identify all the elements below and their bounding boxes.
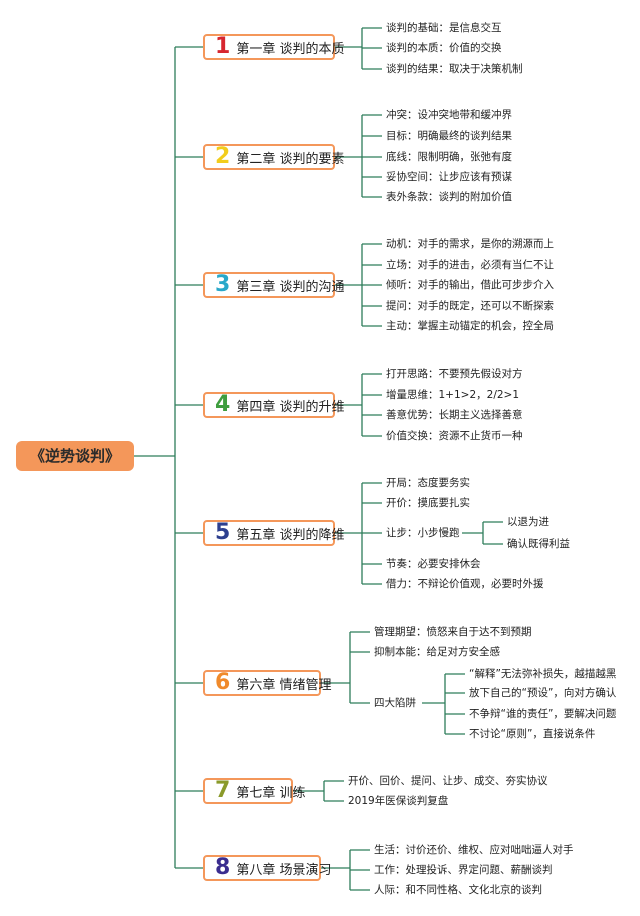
chapter-number: 7 bbox=[215, 778, 231, 803]
chapter-number: 5 bbox=[215, 520, 231, 545]
topic-item[interactable]: 主动：掌握主动锚定的机会，控全局 bbox=[386, 320, 554, 332]
topic-item[interactable]: 表外条款：谈判的附加价值 bbox=[386, 191, 512, 203]
chapter-number: 4 bbox=[215, 392, 231, 417]
topic-item[interactable]: 开价：摸底要扎实 bbox=[386, 497, 470, 509]
chapter-title: 第六章 情绪管理 bbox=[236, 677, 332, 693]
topic-item[interactable]: 动机：对手的需求，是你的溯源而上 bbox=[386, 238, 554, 250]
topic-item[interactable]: 开价、回价、提问、让步、成交、夯实协议 bbox=[348, 775, 548, 787]
sub-topic-item[interactable]: 不争辩“谁的责任”，要解决问题 bbox=[469, 708, 617, 720]
chapter-4-node[interactable]: 4 第四章 谈判的升维 bbox=[203, 392, 344, 418]
chapter-number: 2 bbox=[215, 144, 231, 169]
chapter-title: 第七章 训练 bbox=[236, 785, 306, 801]
chapter-title: 第二章 谈判的要素 bbox=[236, 151, 345, 167]
topic-item[interactable]: 2019年医保谈判复盘 bbox=[348, 795, 449, 807]
chapter-title: 第三章 谈判的沟通 bbox=[236, 279, 345, 295]
topic-item[interactable]: 工作：处理投诉、界定问题、薪酬谈判 bbox=[374, 864, 553, 876]
topic-item[interactable]: 妥协空间：让步应该有预谋 bbox=[386, 171, 512, 183]
topic-item[interactable]: 谈判的结果：取决于决策机制 bbox=[386, 63, 523, 75]
root-node[interactable]: 《逆势谈判》 bbox=[16, 441, 134, 471]
sub-topic-item[interactable]: 不讨论“原则”，直接说条件 bbox=[469, 728, 596, 740]
topic-item[interactable]: 倾听：对手的输出，借此可步步介入 bbox=[386, 279, 554, 291]
sub-topic-item[interactable]: 确认既得利益 bbox=[507, 538, 570, 550]
chapter-8-node[interactable]: 8 第八章 场景演习 bbox=[203, 855, 331, 881]
topic-item[interactable]: 善意优势：长期主义选择善意 bbox=[386, 409, 523, 421]
chapter-number: 3 bbox=[215, 272, 231, 297]
chapter-number: 6 bbox=[215, 670, 231, 695]
topic-item[interactable]: 立场：对手的进击，必须有当仁不让 bbox=[386, 259, 554, 271]
chapter-title: 第五章 谈判的降维 bbox=[236, 527, 345, 543]
topic-item[interactable]: 底线：限制明确，张弛有度 bbox=[386, 151, 512, 163]
chapter-title: 第四章 谈判的升维 bbox=[236, 399, 345, 415]
topic-item[interactable]: 借力：不辩论价值观，必要时外援 bbox=[386, 578, 544, 590]
chapter-number: 8 bbox=[215, 855, 231, 880]
topic-item[interactable]: 节奏：必要安排休会 bbox=[386, 558, 481, 570]
chapter-2-node[interactable]: 2 第二章 谈判的要素 bbox=[203, 144, 344, 170]
topic-item[interactable]: 价值交换：资源不止货币一种 bbox=[386, 430, 523, 442]
chapter-6-node[interactable]: 6 第六章 情绪管理 bbox=[203, 670, 331, 696]
chapter-title: 第八章 场景演习 bbox=[236, 862, 332, 878]
chapter-number: 1 bbox=[215, 34, 231, 59]
sub-topic-item[interactable]: “解释”无法弥补损失，越描越黑 bbox=[469, 668, 617, 680]
topic-item[interactable]: 目标：明确最终的谈判结果 bbox=[386, 130, 512, 142]
chapter-1-node[interactable]: 1 第一章 谈判的本质 bbox=[203, 34, 344, 60]
sub-topic-item[interactable]: 放下自己的“预设”，向对方确认 bbox=[469, 687, 617, 699]
topic-item[interactable]: 让步：小步慢跑 bbox=[386, 527, 460, 539]
topic-item[interactable]: 开局：态度要务实 bbox=[386, 477, 470, 489]
topic-item[interactable]: 人际：和不同性格、文化北京的谈判 bbox=[374, 884, 542, 896]
chapter-3-node[interactable]: 3 第三章 谈判的沟通 bbox=[203, 272, 344, 298]
topic-item[interactable]: 谈判的基础：是信息交互 bbox=[386, 22, 502, 34]
topic-item[interactable]: 打开思路：不要预先假设对方 bbox=[386, 368, 523, 380]
topic-item[interactable]: 管理期望：愤怒来自于达不到预期 bbox=[374, 626, 532, 638]
topic-item[interactable]: 冲突：设冲突地带和缓冲界 bbox=[386, 109, 512, 121]
chapter-title: 第一章 谈判的本质 bbox=[236, 41, 345, 57]
topic-item[interactable]: 谈判的本质：价值的交换 bbox=[386, 42, 502, 54]
chapter-5-node[interactable]: 5 第五章 谈判的降维 bbox=[203, 520, 344, 546]
topic-item[interactable]: 增量思维：1+1>2，2/2>1 bbox=[386, 389, 520, 401]
topic-item[interactable]: 抑制本能：给足对方安全感 bbox=[374, 646, 500, 658]
topic-item[interactable]: 提问：对手的既定，还可以不断探索 bbox=[386, 300, 554, 312]
topic-item[interactable]: 四大陷阱 bbox=[374, 697, 416, 709]
chapter-7-node[interactable]: 7 第七章 训练 bbox=[203, 778, 305, 804]
topic-item[interactable]: 生活：讨价还价、维权、应对咄咄逼人对手 bbox=[374, 844, 574, 856]
sub-topic-item[interactable]: 以退为进 bbox=[507, 516, 549, 528]
